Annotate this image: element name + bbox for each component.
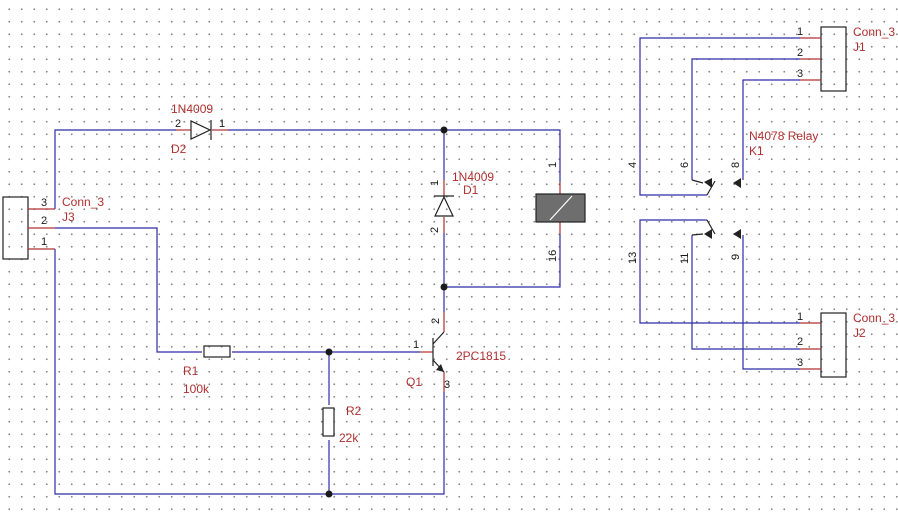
transistor-q1[interactable]: 1 2 3 2PC1815 Q1 bbox=[406, 312, 506, 392]
k1-ref-label: K1 bbox=[749, 144, 764, 158]
q1-pin-emitter: 3 bbox=[444, 379, 450, 391]
wire-j2p3-to-k1-9 bbox=[742, 235, 800, 370]
j2-pin-label: 1 bbox=[797, 311, 803, 323]
j2-value-label: Conn_3 bbox=[853, 311, 895, 325]
d2-pin-a: 2 bbox=[175, 118, 181, 130]
wire-ground-return bbox=[54, 249, 445, 495]
k1-pin-label: 8 bbox=[730, 162, 742, 168]
d2-pin-k: 1 bbox=[219, 118, 225, 130]
k1-pin-label: 6 bbox=[679, 162, 691, 168]
junction-dot bbox=[325, 490, 333, 498]
wire-j1p2-to-k1-6 bbox=[691, 58, 800, 180]
wire-j2p1-to-k1-13 bbox=[639, 219, 800, 324]
j3-pin-label: 2 bbox=[41, 215, 47, 227]
j3-pin-label: 3 bbox=[41, 197, 47, 209]
resistor-r1[interactable]: R1 100k bbox=[183, 345, 231, 396]
contact-arrow bbox=[733, 229, 741, 239]
diode-triangle bbox=[434, 195, 454, 217]
j2-pin-label: 3 bbox=[797, 357, 803, 369]
contact-stub bbox=[691, 179, 704, 184]
wire-j1p3-to-k1-8 bbox=[742, 79, 800, 180]
junction-dot bbox=[325, 348, 333, 356]
connector-body bbox=[820, 26, 847, 92]
connector-body bbox=[2, 196, 29, 260]
r2-ref-label: R2 bbox=[346, 404, 362, 418]
k1-value-label: N4078 Relay bbox=[749, 129, 818, 143]
d1-pin-k: 1 bbox=[429, 180, 441, 186]
r2-value-label: 22k bbox=[339, 431, 359, 445]
wire-coil-to-node bbox=[444, 234, 561, 288]
coil-slash bbox=[549, 195, 573, 221]
contact-arrow bbox=[704, 229, 712, 239]
wire-j3p2-to-r1 bbox=[55, 227, 202, 353]
j3-pin-label: 1 bbox=[41, 236, 47, 248]
contact-stub bbox=[691, 233, 704, 236]
j2-ref-label: J2 bbox=[853, 326, 866, 340]
k1-pin-label: 11 bbox=[679, 253, 691, 264]
resistor-body bbox=[203, 345, 231, 358]
q1-pin-base: 1 bbox=[413, 339, 419, 351]
wire-j2p2-to-k1-11 bbox=[691, 235, 800, 350]
coil-pin-bottom: 16 bbox=[547, 250, 559, 262]
diode-d2[interactable]: 1N4009 D2 2 1 bbox=[171, 102, 228, 156]
diode-triangle bbox=[190, 120, 212, 140]
junctions bbox=[325, 126, 448, 498]
j1-pin-label: 2 bbox=[797, 47, 803, 59]
connector-body bbox=[820, 312, 847, 378]
junction-dot bbox=[440, 126, 448, 134]
resistor-body bbox=[322, 407, 335, 437]
j1-ref-label: J1 bbox=[853, 40, 866, 54]
j3-value-label: Conn_3 bbox=[62, 195, 104, 209]
j1-pin-label: 1 bbox=[797, 26, 803, 38]
contact-arrow bbox=[704, 178, 712, 188]
r1-value-label: 100k bbox=[183, 382, 210, 396]
r1-ref-label: R1 bbox=[183, 364, 199, 378]
j1-value-label: Conn_3 bbox=[853, 25, 895, 39]
d2-ref-label: D2 bbox=[171, 142, 187, 156]
k1-pin-label: 13 bbox=[627, 252, 639, 264]
j3-ref-label: J3 bbox=[62, 210, 75, 224]
d1-value-label: 1N4009 bbox=[452, 170, 494, 184]
diode-d1[interactable]: 1N4009 D1 1 2 bbox=[429, 170, 494, 233]
relay-coil[interactable]: 1 16 bbox=[535, 162, 586, 262]
wire-j3p3-to-d2 bbox=[54, 129, 176, 209]
d2-value-label: 1N4009 bbox=[171, 102, 213, 116]
d1-ref-label: D1 bbox=[463, 183, 479, 197]
connector-j1[interactable]: 1 2 3 Conn_3 J1 bbox=[797, 25, 895, 92]
k1-pin-label: 4 bbox=[627, 162, 639, 168]
junction-dot bbox=[440, 283, 448, 291]
coil-pin-top: 1 bbox=[547, 162, 559, 168]
k1-pin-label: 9 bbox=[730, 254, 742, 260]
connector-j3[interactable]: 3 2 1 Conn_3 J3 bbox=[2, 195, 104, 260]
wire-j1p1-to-k1-4 bbox=[639, 37, 800, 196]
wires bbox=[54, 37, 800, 495]
d1-pin-a: 2 bbox=[429, 227, 441, 233]
wire-d2-to-node bbox=[228, 129, 561, 182]
resistor-r2[interactable]: R2 22k bbox=[322, 404, 362, 445]
relay-k1-contacts[interactable]: N4078 Relay K1 4 6 8 13 11 9 bbox=[627, 129, 818, 264]
j2-pin-label: 2 bbox=[797, 336, 803, 348]
contact-arm bbox=[706, 180, 716, 196]
q1-pin-collector: 2 bbox=[430, 318, 442, 324]
connector-j2[interactable]: 1 2 3 Conn_3 J2 bbox=[797, 311, 895, 378]
j1-pin-label: 3 bbox=[797, 68, 803, 80]
emitter-arrow bbox=[436, 364, 444, 372]
contact-arm bbox=[706, 219, 716, 235]
q1-value-label: 2PC1815 bbox=[456, 349, 506, 363]
q1-ref-label: Q1 bbox=[406, 375, 422, 389]
transistor-collector bbox=[432, 331, 445, 345]
contact-arrow bbox=[733, 178, 741, 188]
